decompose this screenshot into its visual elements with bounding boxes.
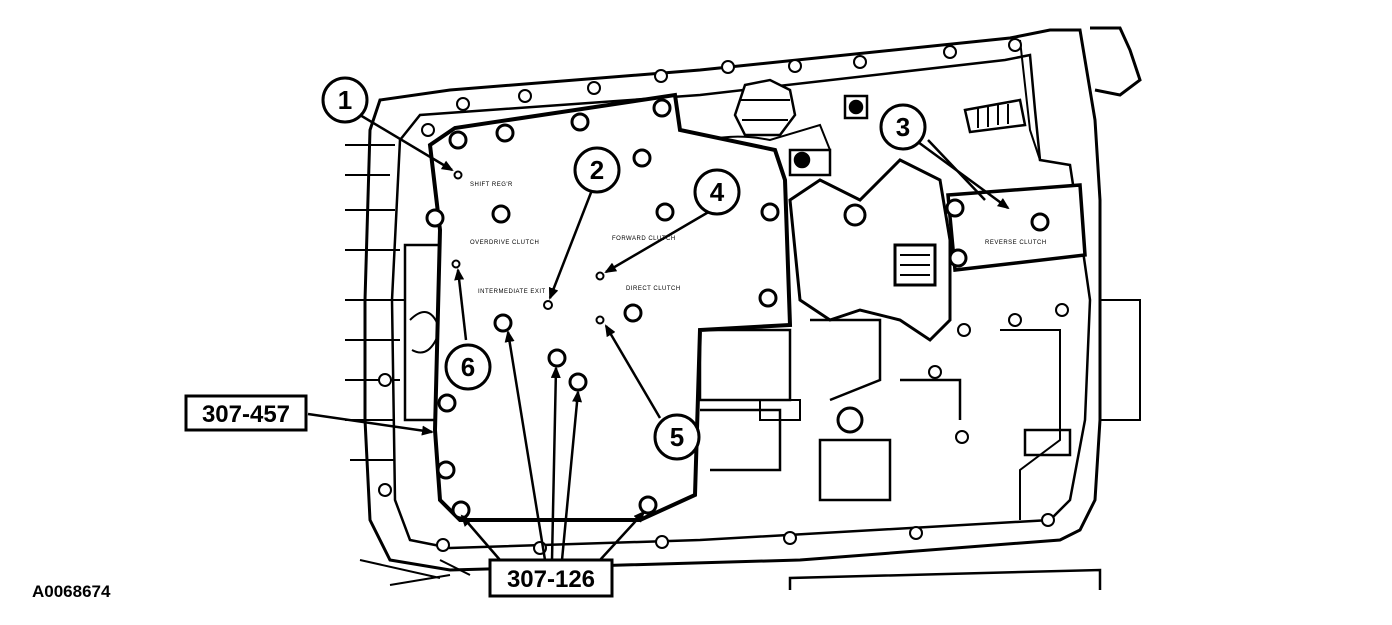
- svg-text:307-126: 307-126: [507, 566, 595, 593]
- callouts: 1 2 3 4 5 6: [321, 76, 927, 461]
- svg-text:1: 1: [338, 85, 352, 115]
- svg-text:6: 6: [461, 352, 475, 382]
- port-label-overdrive-clutch: OVERDRIVE CLUTCH: [470, 240, 539, 246]
- leader-307-126-e: [599, 510, 646, 561]
- callout-6: 6: [444, 343, 492, 391]
- transmission-case: [345, 26, 1142, 590]
- leader-3-b: [927, 139, 986, 201]
- svg-text:307-457: 307-457: [202, 401, 290, 428]
- port-label-reverse-clutch: REVERSE CLUTCH: [985, 240, 1047, 246]
- port-label-direct-clutch: DIRECT CLUTCH: [626, 286, 681, 292]
- svg-text:4: 4: [710, 177, 725, 207]
- tool-label-lower: 307-126: [488, 558, 614, 598]
- svg-text:5: 5: [670, 422, 684, 452]
- reverse-cover-plate: [946, 183, 1087, 272]
- tool-label-upper: 307-457: [184, 394, 308, 432]
- svg-text:2: 2: [590, 155, 604, 185]
- figure-id: A0068674: [32, 582, 111, 601]
- leader-lines: [307, 113, 1010, 561]
- casting-structure: [698, 158, 962, 502]
- leader-307-126-c: [550, 366, 561, 561]
- port-label-shift-reg: SHIFT REG'R: [470, 182, 513, 188]
- leader-5: [604, 324, 662, 419]
- reverse-plate-bolts: [945, 198, 1050, 268]
- leader-2: [548, 189, 594, 300]
- leader-307-126-b: [504, 330, 547, 561]
- svg-text:3: 3: [896, 112, 910, 142]
- callout-1: 1: [321, 76, 369, 124]
- leader-307-457: [307, 412, 434, 436]
- case-bolt-holes: [378, 38, 1069, 555]
- leader-6: [454, 268, 468, 341]
- port-label-forward-clutch: FORWARD CLUTCH: [612, 236, 676, 242]
- port-label-intermediate-exit: INTERMEDIATE EXIT: [478, 289, 546, 295]
- leader-1: [359, 113, 454, 172]
- callout-5: 5: [653, 413, 701, 461]
- callout-2: 2: [573, 146, 621, 194]
- leader-307-126-a: [460, 514, 501, 561]
- plate-bolts: [425, 98, 780, 520]
- callout-3: 3: [879, 103, 927, 151]
- leader-4: [604, 208, 713, 274]
- callout-4: 4: [693, 168, 741, 216]
- port-labels: SHIFT REG'R OVERDRIVE CLUTCH INTERMEDIAT…: [470, 182, 1047, 295]
- leader-3-a: [917, 140, 1010, 210]
- leader-307-126-d: [560, 390, 583, 561]
